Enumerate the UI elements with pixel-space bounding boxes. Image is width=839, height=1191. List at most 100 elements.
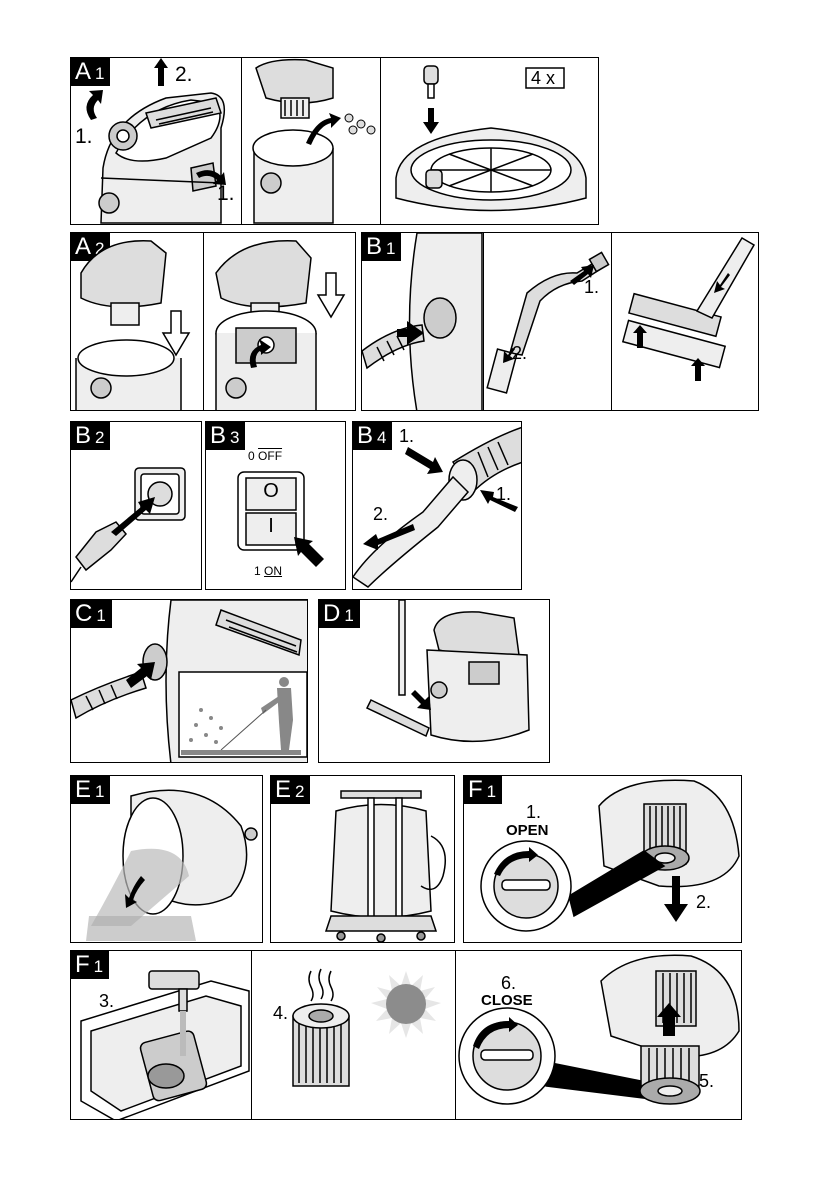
floor-nozzle-icon <box>365 699 430 738</box>
tag-number: 1 <box>386 239 396 258</box>
plug-socket-icon <box>71 467 186 583</box>
panel-e1-illustration <box>86 789 258 941</box>
tag-number: 1 <box>486 782 497 801</box>
panel-f1-bottom-illustration <box>80 954 740 1119</box>
tag-letter: B <box>366 233 383 260</box>
tag-number: 1 <box>95 782 105 801</box>
tag-number: 2 <box>95 239 105 258</box>
pressure-washer-user-icon <box>181 677 301 755</box>
tag-letter: E <box>275 776 292 803</box>
step-1-label: 1. <box>75 125 93 148</box>
arrow-icon <box>86 58 226 185</box>
panel-c1-illustration <box>71 600 307 762</box>
panel-a2-illustration <box>75 240 346 410</box>
power-switch-icon <box>237 471 324 567</box>
off-position-label: 0 OFF <box>248 449 282 463</box>
panel-b1-illustration <box>362 233 756 410</box>
tag-number: 2 <box>95 428 105 447</box>
panel-e2-illustration <box>324 790 446 942</box>
tag-letter: B <box>210 422 227 449</box>
off-button: O <box>263 480 279 502</box>
count-label: 4 x <box>531 68 556 88</box>
step-1b-label: 1. <box>217 182 235 205</box>
rotate-arrow-icon <box>494 847 538 876</box>
close-label: CLOSE <box>481 992 533 1009</box>
on-number: 1 <box>254 564 261 578</box>
off-number: 0 <box>248 449 255 463</box>
hose-icon <box>353 426 521 588</box>
vacuum-head-icon <box>75 240 317 410</box>
step-2-label: 2. <box>512 343 528 363</box>
arrow-icon <box>161 310 191 357</box>
tag-letter: E <box>75 776 92 803</box>
panel-d1-illustration <box>365 600 530 743</box>
step-1-label: 1. <box>526 802 542 822</box>
hose-icon <box>362 233 756 410</box>
tag-number: 3 <box>230 428 240 447</box>
on-position-label: 1 ON <box>254 564 282 578</box>
panel-f1-top-illustration <box>480 779 740 932</box>
step-1-label: 1. <box>584 277 600 297</box>
step-1b-label: 1. <box>496 484 512 504</box>
step-2-label: 2. <box>175 63 193 86</box>
step-3-label: 3. <box>99 991 115 1011</box>
step-5-label: 5. <box>699 1071 715 1091</box>
tag-number: 4 <box>377 428 387 447</box>
open-label: OPEN <box>506 822 549 839</box>
filter-cartridge-icon <box>292 968 350 1087</box>
tag-letter: D <box>323 600 341 627</box>
tag-letter: C <box>75 600 93 627</box>
tag-number: 2 <box>295 782 305 801</box>
on-label: ON <box>264 564 283 578</box>
base-with-casters-icon <box>395 65 587 212</box>
step-2-label: 2. <box>373 504 389 524</box>
tag-letter: F <box>75 951 90 978</box>
tag-letter: F <box>468 776 483 803</box>
tag-number: 1 <box>96 606 106 625</box>
step-6-label: 6. <box>501 973 517 993</box>
on-button: I <box>268 515 274 537</box>
tag-number: 1 <box>95 64 105 83</box>
arrow-icon <box>316 272 346 319</box>
tag-number: 1 <box>93 957 104 976</box>
panel-a1-illustration <box>86 58 587 224</box>
tag-letter: B <box>357 422 374 449</box>
tag-letter: B <box>75 422 92 449</box>
tap-icon <box>148 970 200 1012</box>
step-2-label: 2. <box>696 892 712 912</box>
container-with-lid-icon <box>252 58 334 224</box>
tag-letter: A <box>75 233 92 260</box>
rotate-arrow-icon <box>473 1017 518 1049</box>
step-1-label: 1. <box>399 426 415 446</box>
caster-wheel-icon <box>344 113 376 135</box>
vacuum-head-icon <box>98 92 226 224</box>
tag-number: 1 <box>344 606 354 625</box>
off-label: OFF <box>258 449 283 463</box>
step-4-label: 4. <box>273 1003 289 1023</box>
sun-icon <box>371 971 441 1038</box>
